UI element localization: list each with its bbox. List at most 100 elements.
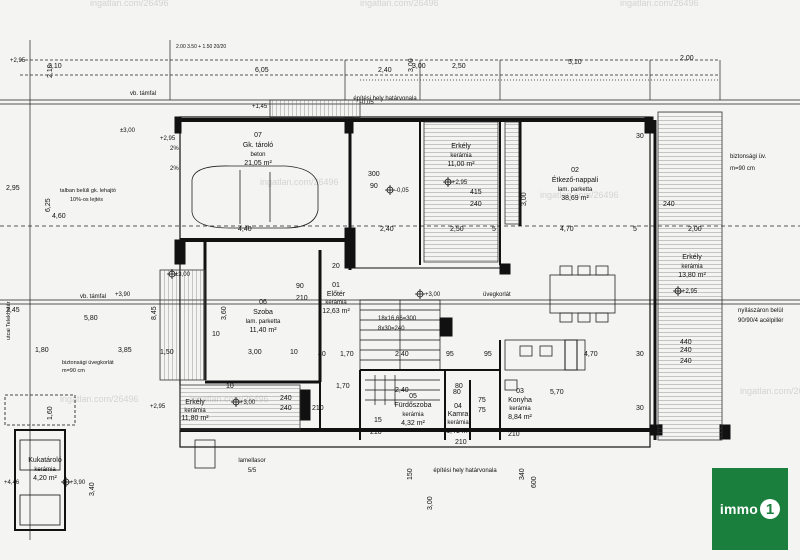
dim-label: 240 bbox=[470, 201, 482, 208]
room-area: 4,32 m² bbox=[401, 420, 425, 427]
room-name: Erkély bbox=[682, 254, 702, 261]
level-label: -0,05 bbox=[395, 188, 409, 194]
room-name: Kukatároló bbox=[28, 457, 62, 464]
dim-label: 95 bbox=[446, 351, 454, 358]
annotation-text: üvegkorlát bbox=[483, 292, 511, 298]
room-number: 05 bbox=[409, 393, 417, 400]
watermark-text: ingatlan.com/26496 bbox=[360, 0, 439, 8]
room-number: 07 bbox=[254, 132, 262, 139]
dim-label: 2,40 bbox=[378, 67, 392, 74]
dim-label: 3,60 bbox=[221, 306, 228, 320]
annotation-text: lamellasor bbox=[238, 458, 265, 464]
dim-label: 8,45 bbox=[151, 306, 158, 320]
room-name: Szoba bbox=[253, 309, 273, 316]
room-area: 4,20 m² bbox=[33, 475, 57, 482]
annotation-text: m=90 cm bbox=[730, 166, 755, 172]
dim-label: 90 bbox=[370, 183, 378, 190]
top-dimensions: 2,10 6,05 2,40 3,00 2,50 5,10 2,00 bbox=[48, 55, 694, 74]
immo-logo: immo 1 bbox=[712, 468, 788, 550]
logo-text: immo bbox=[719, 501, 759, 517]
dim-label: 6,05 bbox=[255, 67, 269, 74]
room-labels: 07 Gk. tároló beton 21,05 m² 02 Étkező-n… bbox=[28, 132, 706, 482]
room-name: Erkély bbox=[451, 143, 471, 150]
annotation-text: utcai Telekhatár bbox=[6, 301, 12, 340]
room-area: 21,05 m² bbox=[244, 160, 272, 167]
dim-label: 5 bbox=[633, 226, 637, 233]
dim-label: 3,85 bbox=[118, 347, 132, 354]
room-name: Előtér bbox=[327, 291, 346, 298]
furniture bbox=[191, 165, 616, 469]
dim-label: 210 bbox=[296, 295, 308, 302]
annotation-text: m=90 cm bbox=[62, 368, 85, 374]
room-name: Kamra bbox=[448, 411, 469, 418]
dim-label: 2,10 bbox=[47, 64, 54, 78]
room-area: 13,80 m² bbox=[678, 272, 706, 279]
annotation-text: biztonsági üvegkorlát bbox=[62, 360, 114, 366]
room-floor: kerámia bbox=[509, 406, 531, 412]
dim-label: 2,00 bbox=[680, 55, 694, 62]
room-number: 01 bbox=[332, 282, 340, 289]
dim-label: 1,50 bbox=[160, 349, 174, 356]
dim-label: 2,40 bbox=[380, 226, 394, 233]
annotation-text: vb. támfal bbox=[80, 294, 106, 300]
dim-label: 2,10 bbox=[48, 63, 62, 70]
room-area: 11,00 m² bbox=[447, 161, 475, 168]
watermark-text: ingatlan.com/26496 bbox=[620, 0, 699, 8]
room-floor: beton bbox=[250, 152, 265, 158]
dim-label: 2,40 bbox=[395, 351, 409, 358]
annotation-text: 18x16,66=300 bbox=[378, 316, 417, 322]
annotation-text: 2% bbox=[170, 166, 179, 172]
dim-label: 3,00 bbox=[412, 63, 426, 70]
dim-label: 15 bbox=[374, 417, 382, 424]
level-label: +3,00 bbox=[425, 292, 441, 298]
dim-label: 2,40 bbox=[395, 387, 409, 394]
dim-label: 300 bbox=[368, 171, 380, 178]
level-cross-icon bbox=[415, 289, 425, 299]
room-number: 02 bbox=[571, 167, 579, 174]
level-label: +2,95 bbox=[682, 289, 698, 295]
level-label: -0,05 bbox=[360, 100, 374, 106]
room-area: 1,41 m² bbox=[446, 428, 470, 435]
level-label: +2,95 bbox=[10, 58, 26, 64]
dim-label: 240 bbox=[680, 358, 692, 365]
dim-label: 340 bbox=[519, 468, 526, 480]
dim-label: 600 bbox=[531, 476, 538, 488]
dim-label: 5,80 bbox=[84, 315, 98, 322]
dim-label: 75 bbox=[478, 397, 486, 404]
watermark-text: ingatlan.com/26496 bbox=[740, 386, 800, 396]
logo-mark-icon: 1 bbox=[760, 499, 781, 519]
dim-label: 240 bbox=[680, 347, 692, 354]
room-floor: kerámia bbox=[447, 420, 469, 426]
room-floor: kerámia bbox=[34, 467, 56, 473]
dim-label: 30 bbox=[636, 133, 644, 140]
dim-label: 2,00 bbox=[688, 226, 702, 233]
room-name: Erkély bbox=[185, 399, 205, 406]
annotation-text: építési hely határvonala bbox=[353, 96, 417, 102]
dim-label: 10 bbox=[226, 383, 234, 390]
room-name: Konyha bbox=[508, 397, 532, 404]
annotation-text: talban belüli gk. lehajtó bbox=[60, 188, 116, 194]
annotation-text: biztonsági üv. bbox=[730, 154, 767, 160]
dim-label: 415 bbox=[470, 189, 482, 196]
dim-label: 3,40 bbox=[89, 482, 96, 496]
kukatarolo-block bbox=[4, 394, 76, 531]
dim-label: 4,70 bbox=[560, 226, 574, 233]
room-area: 11,80 m² bbox=[181, 415, 209, 422]
level-cross-icon bbox=[443, 177, 453, 187]
room-area: 38,69 m² bbox=[561, 195, 589, 202]
staircase bbox=[359, 299, 441, 405]
room-floor: kerámia bbox=[450, 153, 472, 159]
room-floor: kerámia bbox=[681, 264, 703, 270]
dim-label: 240 bbox=[280, 395, 292, 402]
dim-label: 80 bbox=[455, 383, 463, 390]
dim-label: 3,00 bbox=[427, 496, 434, 510]
watermark-text: ingatlan.com/26496 bbox=[260, 177, 339, 187]
dim-label: 4,70 bbox=[584, 351, 598, 358]
annotation-text: 8x30=240 bbox=[378, 326, 405, 332]
dim-label: 2,50 bbox=[450, 226, 464, 233]
room-number: 06 bbox=[259, 299, 267, 306]
dim-label: 80 bbox=[453, 389, 461, 396]
watermark-text: ingatlan.com/26496 bbox=[90, 0, 169, 8]
level-cross-icon bbox=[61, 477, 71, 487]
